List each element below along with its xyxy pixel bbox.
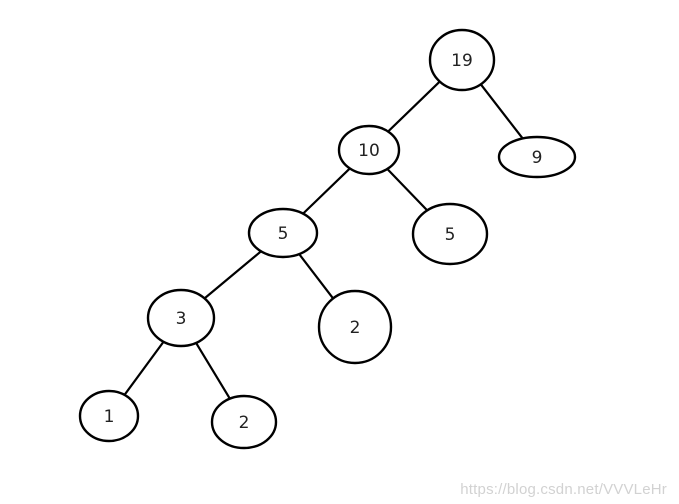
node-ellipse: [317, 289, 393, 365]
edge-n10-n5a: [301, 167, 351, 215]
edge-n5a-n2a: [298, 253, 335, 300]
node-ellipse: [497, 135, 577, 179]
node-label: 19: [451, 51, 473, 71]
edge-n3-n2b: [194, 341, 231, 400]
node-label: 9: [532, 148, 543, 168]
node-label: 2: [350, 318, 361, 338]
edge-n19-n9: [479, 83, 524, 140]
node-label: 2: [239, 413, 250, 433]
tree-node-n5b: 5: [411, 202, 489, 266]
tree-node-n19: 19: [428, 28, 496, 92]
node-ellipse: [78, 389, 140, 443]
edge-n10-n5b: [386, 167, 429, 212]
watermark-text: https://blog.csdn.net/VVVLeHr: [460, 481, 667, 498]
tree-node-n2b: 2: [210, 394, 278, 450]
edge-n5a-n3: [203, 250, 263, 300]
node-label: 10: [358, 141, 380, 161]
edges-layer: [123, 80, 524, 400]
node-ellipse: [146, 288, 216, 348]
node-ellipse: [210, 394, 278, 450]
tree-node-n9: 9: [497, 135, 577, 179]
node-label: 3: [176, 309, 187, 329]
node-label: 5: [278, 224, 289, 244]
node-ellipse: [428, 28, 496, 92]
tree-node-n10: 10: [337, 124, 401, 176]
node-ellipse: [337, 124, 401, 176]
node-ellipse: [411, 202, 489, 266]
node-ellipse: [247, 207, 319, 259]
edge-n19-n10: [387, 80, 441, 133]
node-label: 5: [445, 225, 456, 245]
tree-node-n2a: 2: [317, 289, 393, 365]
tree-node-n1: 1: [78, 389, 140, 443]
node-label: 1: [104, 407, 115, 427]
edge-n3-n1: [123, 340, 165, 396]
nodes-layer: 19 10 9 5 5 3 2 1 2: [78, 28, 577, 450]
tree-node-n3: 3: [146, 288, 216, 348]
tree-node-n5a: 5: [247, 207, 319, 259]
